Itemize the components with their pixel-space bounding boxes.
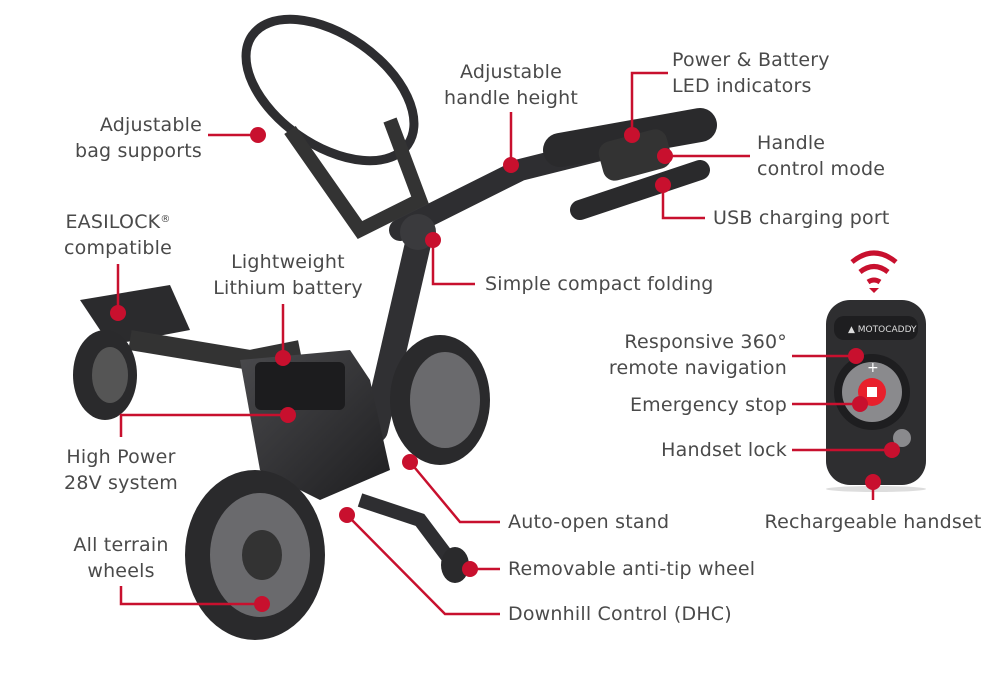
callout-lines xyxy=(116,71,892,616)
golf-trolley xyxy=(73,14,717,640)
brand-logo: ▲ MOTOCADDY xyxy=(848,325,917,335)
label-auto-open-stand: Auto-open stand xyxy=(508,511,670,533)
label-anti-tip-wheel: Removable anti-tip wheel xyxy=(508,558,756,580)
svg-text:+: + xyxy=(867,360,879,376)
label-compact-folding: Simple compact folding xyxy=(485,273,714,295)
label-handset-lock: Handset lock xyxy=(661,439,787,461)
label-remote-navigation: Responsive 360°remote navigation xyxy=(608,331,787,379)
callout-dots xyxy=(110,127,900,612)
label-rechargeable-handset: Rechargeable handset xyxy=(764,511,982,533)
remote-handset: ▲ MOTOCADDY + xyxy=(826,250,926,492)
label-emergency-stop: Emergency stop xyxy=(629,394,787,416)
label-easilock: EASILOCK®compatible xyxy=(63,211,173,259)
label-downhill-control: Downhill Control (DHC) xyxy=(508,603,732,625)
label-usb-port: USB charging port xyxy=(713,207,890,229)
